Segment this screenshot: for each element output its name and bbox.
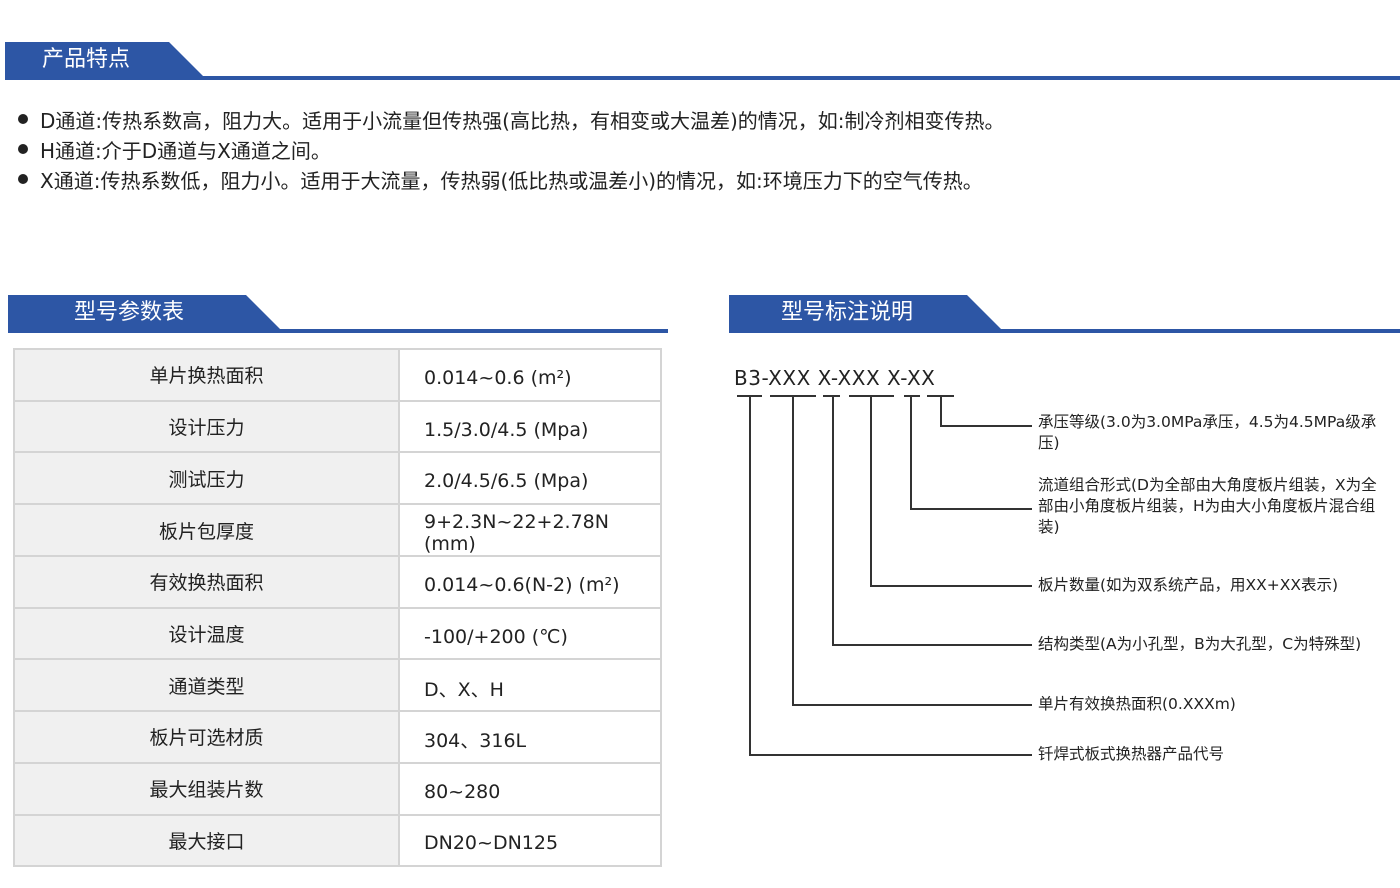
list-item: D通道:传热系数高，阻力大。适用于小流量但传热强(高比热，有相变或大温差)的情况… — [18, 104, 1004, 134]
param-name: 测试压力 — [13, 451, 400, 506]
param-value: D、X、H — [398, 658, 662, 713]
code-label-area: 单片有效换热面积(0.XXXm) — [1038, 695, 1236, 713]
param-value: 80~280 — [398, 761, 662, 816]
leader-line — [870, 585, 1032, 587]
leader-line — [910, 395, 912, 509]
leader-line — [870, 395, 872, 586]
feature-text: D通道:传热系数高，阻力大。适用于小流量但传热强(高比热，有相变或大温差)的情况… — [40, 108, 1005, 133]
leader-line — [940, 395, 942, 426]
param-value: 0.014~0.6 (m²) — [398, 348, 662, 402]
param-name: 最大接口 — [13, 813, 400, 868]
feature-text: H通道:介于D通道与X通道之间。 — [40, 138, 331, 163]
code-underline — [904, 395, 920, 397]
code-label-pressure: 承压等级(3.0为3.0MPa承压，4.5为4.5MPa级承压) — [1038, 413, 1377, 452]
bullet-icon — [18, 144, 28, 154]
bullet-icon — [18, 174, 28, 184]
features-section-title: 产品特点 — [5, 42, 203, 76]
section-divider — [8, 329, 668, 333]
code-label-plates: 板片数量(如为双系统产品，用XX+XX表示) — [1038, 576, 1339, 594]
leader-line — [749, 395, 751, 755]
code-label-product: 钎焊式板式换热器产品代号 — [1038, 745, 1225, 763]
code-label-channel: 流道组合形式(D为全部由大角度板片组装，X为全部由小角度板片组装，H为由大小角度… — [1038, 476, 1377, 536]
param-value: 1.5/3.0/4.5 (Mpa) — [398, 399, 662, 454]
code-underline — [823, 395, 840, 397]
leader-line — [940, 425, 1032, 427]
bullet-icon — [18, 114, 28, 124]
leader-line — [792, 704, 1032, 706]
list-item: H通道:介于D通道与X通道之间。 — [18, 134, 1004, 164]
param-name: 设计压力 — [13, 399, 400, 454]
param-value: 2.0/4.5/6.5 (Mpa) — [398, 451, 662, 506]
param-name: 单片换热面积 — [13, 348, 400, 402]
leader-line — [910, 508, 1032, 510]
param-name: 设计温度 — [13, 606, 400, 661]
model-section-title: 型号标注说明 — [729, 295, 1001, 329]
features-list: D通道:传热系数高，阻力大。适用于小流量但传热强(高比热，有相变或大温差)的情况… — [18, 104, 1004, 194]
param-name: 通道类型 — [13, 658, 400, 713]
list-item: X通道:传热系数低，阻力小。适用于大流量，传热弱(低比热或温差小)的情况，如:环… — [18, 164, 1004, 194]
params-section-title: 型号参数表 — [8, 295, 280, 329]
param-value: 0.014~0.6(N-2) (m²) — [398, 555, 662, 609]
table-row: 设计温度-100/+200 (℃) — [13, 606, 662, 661]
param-name: 最大组装片数 — [13, 761, 400, 816]
param-value: -100/+200 (℃) — [398, 606, 662, 661]
code-label-structure: 结构类型(A为小孔型，B为大孔型，C为特殊型) — [1038, 635, 1362, 653]
section-divider — [729, 329, 1400, 333]
feature-text: X通道:传热系数低，阻力小。适用于大流量，传热弱(低比热或温差小)的情况，如:环… — [40, 168, 983, 193]
code-underline — [849, 395, 894, 397]
param-value: 304、316L — [398, 710, 662, 764]
model-code-diagram: B3-XXX X-XXX X-XX 承压等级(3.0为3.0MPa承压，4.5为… — [730, 360, 1400, 780]
leader-line — [749, 754, 1032, 756]
param-name: 板片可选材质 — [13, 710, 400, 764]
param-name: 板片包厚度 — [13, 503, 400, 558]
model-code: B3-XXX X-XXX X-XX — [734, 366, 936, 390]
param-value: 9+2.3N~22+2.78N (mm) — [398, 503, 662, 558]
features-section-header: 产品特点 — [5, 42, 1400, 80]
section-divider — [5, 76, 1400, 80]
param-value: DN20~DN125 — [398, 813, 662, 868]
params-section-header: 型号参数表 — [8, 295, 668, 333]
model-section-header: 型号标注说明 — [729, 295, 1400, 333]
leader-line — [832, 395, 834, 645]
leader-line — [832, 644, 1032, 646]
leader-line — [792, 395, 794, 705]
param-name: 有效换热面积 — [13, 555, 400, 609]
